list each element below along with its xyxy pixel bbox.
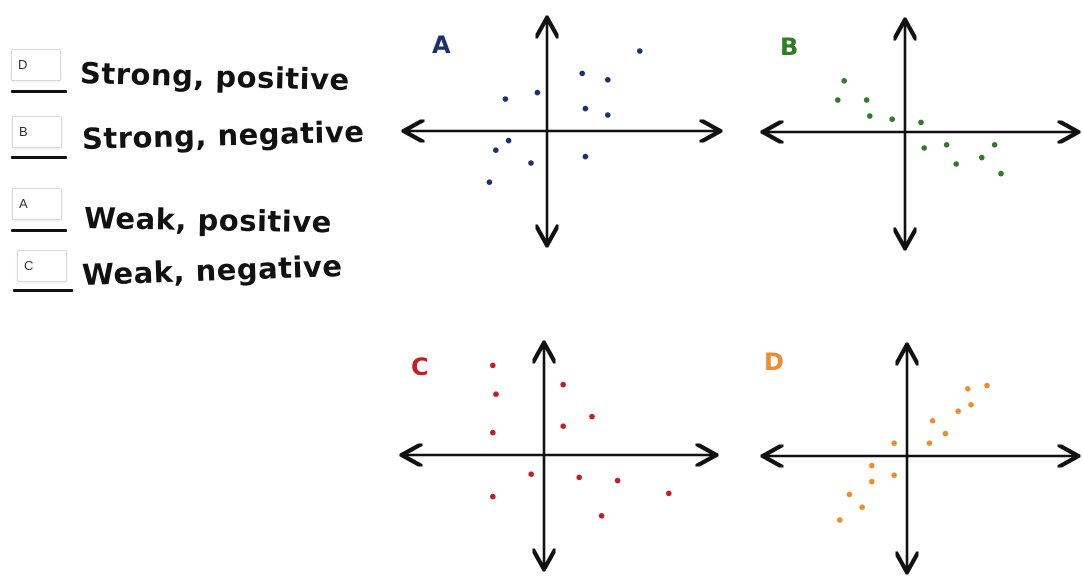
scatter-point bbox=[666, 490, 672, 497]
scatter-point bbox=[889, 116, 895, 122]
answer-input-strong-negative[interactable]: B bbox=[12, 116, 62, 148]
scatter-point bbox=[490, 493, 496, 500]
scatter-point bbox=[589, 413, 595, 420]
panels-layer: A B C D bbox=[404, 20, 1076, 570]
scatter-point bbox=[528, 160, 534, 166]
scatter-point bbox=[835, 97, 841, 103]
scatter-point bbox=[534, 89, 541, 96]
scatter-point bbox=[490, 429, 496, 436]
scatter-panel-c: C bbox=[404, 345, 714, 567]
answer-blank-line bbox=[13, 289, 73, 292]
scatter-point bbox=[867, 113, 873, 119]
scatter-point bbox=[918, 119, 924, 126]
scatter-point bbox=[891, 472, 897, 479]
scatter-point bbox=[493, 147, 499, 153]
scatter-point bbox=[505, 137, 512, 144]
scatter-point bbox=[942, 430, 949, 437]
scatter-point bbox=[560, 423, 566, 430]
scatter-point bbox=[991, 142, 998, 148]
scatter-point bbox=[869, 462, 875, 469]
scatter-point bbox=[891, 440, 897, 447]
scatter-point bbox=[979, 154, 985, 161]
scatter-panel-a: A bbox=[406, 20, 718, 243]
scatter-point bbox=[486, 179, 493, 185]
scatter-point bbox=[841, 78, 847, 84]
scatter-point bbox=[863, 97, 870, 103]
answer-blank-line bbox=[11, 229, 67, 232]
scatter-point bbox=[953, 161, 959, 167]
answer-input-weak-negative[interactable]: C bbox=[17, 250, 67, 282]
panel-title-b: B bbox=[780, 33, 798, 61]
scatter-point bbox=[965, 386, 971, 392]
scatter-panel-d: D bbox=[764, 347, 1076, 570]
scatter-point bbox=[955, 408, 961, 415]
scatter-point bbox=[605, 112, 611, 118]
scatter-point bbox=[846, 491, 853, 498]
scatter-point bbox=[582, 153, 589, 160]
scatter-point bbox=[576, 474, 582, 481]
scatter-point bbox=[502, 96, 509, 102]
scatter-point bbox=[579, 70, 585, 77]
scatter-point bbox=[859, 504, 865, 511]
scatter-point bbox=[614, 477, 621, 484]
scatter-point bbox=[582, 105, 589, 112]
scatter-point bbox=[929, 418, 936, 424]
scatter-point bbox=[605, 77, 611, 83]
scatter-point bbox=[998, 170, 1004, 177]
scatter-point bbox=[943, 142, 950, 148]
panel-title-a: A bbox=[432, 31, 451, 59]
scatter-point bbox=[560, 381, 566, 388]
answer-blank-line bbox=[11, 156, 67, 159]
scatter-panel-b: B bbox=[765, 22, 1076, 246]
scatter-point bbox=[869, 478, 875, 485]
answer-input-weak-positive[interactable]: A bbox=[12, 188, 62, 220]
answer-input-strong-positive[interactable]: D bbox=[11, 49, 61, 81]
scatter-point bbox=[493, 391, 499, 398]
scatter-point bbox=[528, 471, 534, 478]
answer-blank-line bbox=[11, 90, 67, 93]
scatter-point bbox=[968, 402, 974, 408]
panel-title-c: C bbox=[411, 353, 429, 381]
scatter-point bbox=[637, 48, 643, 54]
panel-title-d: D bbox=[764, 348, 784, 376]
scatter-point bbox=[926, 440, 933, 447]
scatter-point bbox=[598, 513, 605, 519]
scatter-point bbox=[921, 145, 927, 151]
scatter-point bbox=[490, 362, 496, 369]
scatter-point bbox=[837, 517, 843, 523]
scatter-point bbox=[984, 382, 990, 389]
